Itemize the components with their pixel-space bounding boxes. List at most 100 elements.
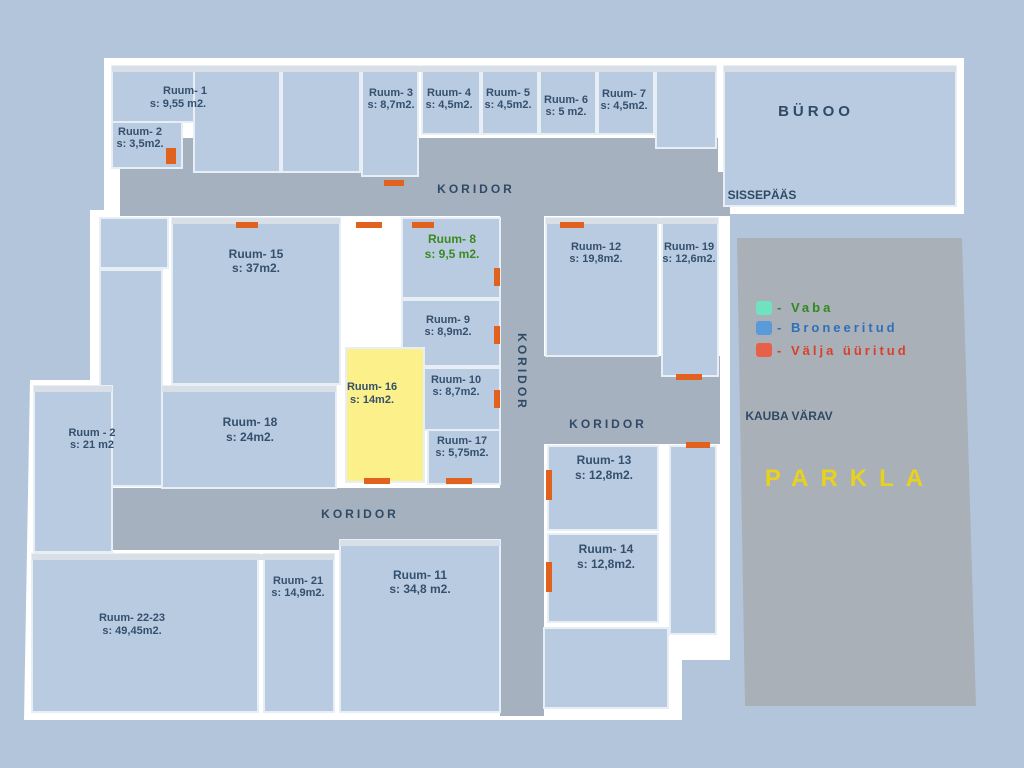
- door[interactable]: [686, 442, 710, 448]
- room-3-area: s: 8,7m2.: [367, 99, 414, 111]
- room-1-area: s: 9,55 m2.: [150, 98, 206, 110]
- doors: [166, 148, 710, 592]
- door[interactable]: [446, 478, 472, 484]
- room-17-name: Ruum- 17: [437, 435, 487, 447]
- room-8[interactable]: [401, 217, 501, 299]
- room-12-name: Ruum- 12: [571, 241, 621, 253]
- room-4-area: s: 4,5m2.: [425, 99, 472, 111]
- room-14-area: s: 12,8m2.: [577, 557, 635, 571]
- room-7[interactable]: [597, 65, 655, 135]
- room-2-area: s: 3,5m2.: [116, 138, 163, 150]
- room-18[interactable]: [161, 385, 337, 489]
- legend-swatch-vaba: [756, 301, 772, 315]
- room-7-name: Ruum- 7: [602, 88, 646, 100]
- room-lower-right[interactable]: [543, 627, 669, 709]
- door[interactable]: [236, 222, 258, 228]
- door[interactable]: [546, 470, 552, 500]
- door[interactable]: [384, 180, 404, 186]
- door[interactable]: [494, 390, 500, 408]
- room-buroo[interactable]: [723, 65, 957, 207]
- room-18-name: Ruum- 18: [223, 415, 278, 429]
- parking-label: PARKLA: [765, 465, 935, 492]
- room-13[interactable]: [547, 445, 659, 531]
- room-aux[interactable]: [281, 65, 361, 173]
- room-right-narrow[interactable]: [669, 445, 717, 635]
- room-16-area: s: 14m2.: [350, 394, 394, 406]
- room-9-name: Ruum- 9: [426, 314, 470, 326]
- cargo-gate-label: KAUBA VÄRAV: [745, 408, 832, 423]
- room-9-area: s: 8,9m2.: [424, 326, 471, 338]
- room-3-name: Ruum- 3: [369, 87, 413, 99]
- room-21-area: s: 14,9m2.: [271, 587, 324, 599]
- room-8-name: Ruum- 8: [428, 232, 476, 246]
- room-20[interactable]: [33, 385, 113, 553]
- door[interactable]: [494, 326, 500, 344]
- room-5-name: Ruum- 5: [486, 87, 530, 99]
- legend-swatch-valja-uuritud: [756, 343, 772, 357]
- door[interactable]: [494, 268, 500, 286]
- room-4[interactable]: [421, 65, 481, 135]
- room-17[interactable]: [427, 429, 501, 485]
- area-labels: KORIDOR KORIDOR KORIDOR KORIDOR BÜROO SI…: [321, 103, 935, 521]
- room-wc[interactable]: [193, 65, 281, 173]
- corridor-label-top: KORIDOR: [437, 182, 515, 196]
- room-1-name: Ruum- 1: [163, 85, 207, 97]
- door[interactable]: [412, 222, 434, 228]
- room-15-name: Ruum- 15: [229, 247, 284, 261]
- room-15-area: s: 37m2.: [232, 261, 280, 275]
- room-22-23-area: s: 49,45m2.: [102, 625, 161, 637]
- room-6[interactable]: [539, 65, 597, 135]
- room-20-name: Ruum - 2: [68, 427, 115, 439]
- corridor-label-right: KORIDOR: [569, 417, 647, 431]
- room-6-area: s: 5 m2.: [546, 106, 587, 118]
- room-4-name: Ruum- 4: [427, 87, 472, 99]
- room-11-area: s: 34,8 m2.: [389, 582, 450, 596]
- room-14[interactable]: [547, 533, 659, 623]
- room-top-right[interactable]: [655, 65, 717, 149]
- wall-shading: [32, 66, 956, 560]
- room-7-area: s: 4,5m2.: [600, 100, 647, 112]
- buroo-label: BÜROO: [778, 103, 854, 120]
- door[interactable]: [560, 222, 584, 228]
- room-10-area: s: 8,7m2.: [432, 386, 479, 398]
- room-13-area: s: 12,8m2.: [575, 468, 633, 482]
- room-5-area: s: 4,5m2.: [484, 99, 531, 111]
- room-1[interactable]: [111, 65, 195, 123]
- room-8-area: s: 9,5 m2.: [425, 247, 480, 261]
- room-22-23[interactable]: [31, 553, 259, 713]
- room-small-left[interactable]: [99, 217, 169, 269]
- room-11[interactable]: [339, 539, 501, 713]
- parking-lot[interactable]: [737, 238, 976, 706]
- door[interactable]: [364, 478, 390, 484]
- entrance-label: SISSEPÄÄS: [728, 187, 797, 202]
- door[interactable]: [166, 148, 176, 164]
- room-3[interactable]: [361, 65, 419, 177]
- room-20-area: s: 21 m2: [70, 439, 114, 451]
- room-16[interactable]: [345, 347, 425, 483]
- room-16-name: Ruum- 16: [347, 381, 397, 393]
- room-2-name: Ruum- 2: [118, 126, 162, 138]
- room-15[interactable]: [171, 217, 341, 385]
- door[interactable]: [356, 222, 382, 228]
- rooms: [31, 65, 957, 713]
- legend-swatch-broneeritud: [756, 321, 772, 335]
- room-11-name: Ruum- 11: [393, 568, 447, 582]
- room-18-area: s: 24m2.: [226, 430, 274, 444]
- room-12[interactable]: [545, 217, 659, 357]
- legend-label-broneeritud: - Broneeritud: [777, 320, 898, 335]
- room-21-name: Ruum- 21: [273, 575, 323, 587]
- room-17-area: s: 5,75m2.: [435, 447, 488, 459]
- door[interactable]: [676, 374, 702, 380]
- room-6-name: Ruum- 6: [544, 94, 588, 106]
- room-13-name: Ruum- 13: [577, 453, 632, 467]
- room-5[interactable]: [481, 65, 539, 135]
- room-21[interactable]: [263, 553, 335, 713]
- room-19-area: s: 12,6m2.: [662, 253, 715, 265]
- legend-label-vaba: - Vaba: [777, 300, 833, 315]
- door[interactable]: [546, 562, 552, 592]
- room-labels: Ruum- 1 s: 9,55 m2. Ruum- 2 s: 3,5m2. Ru…: [68, 85, 715, 637]
- room-14-name: Ruum- 14: [579, 542, 634, 556]
- room-22-23-name: Ruum- 22-23: [99, 612, 165, 624]
- legend: - Vaba - Broneeritud - Välja üüritud: [756, 300, 906, 358]
- corridor-label-vertical: KORIDOR: [515, 333, 529, 411]
